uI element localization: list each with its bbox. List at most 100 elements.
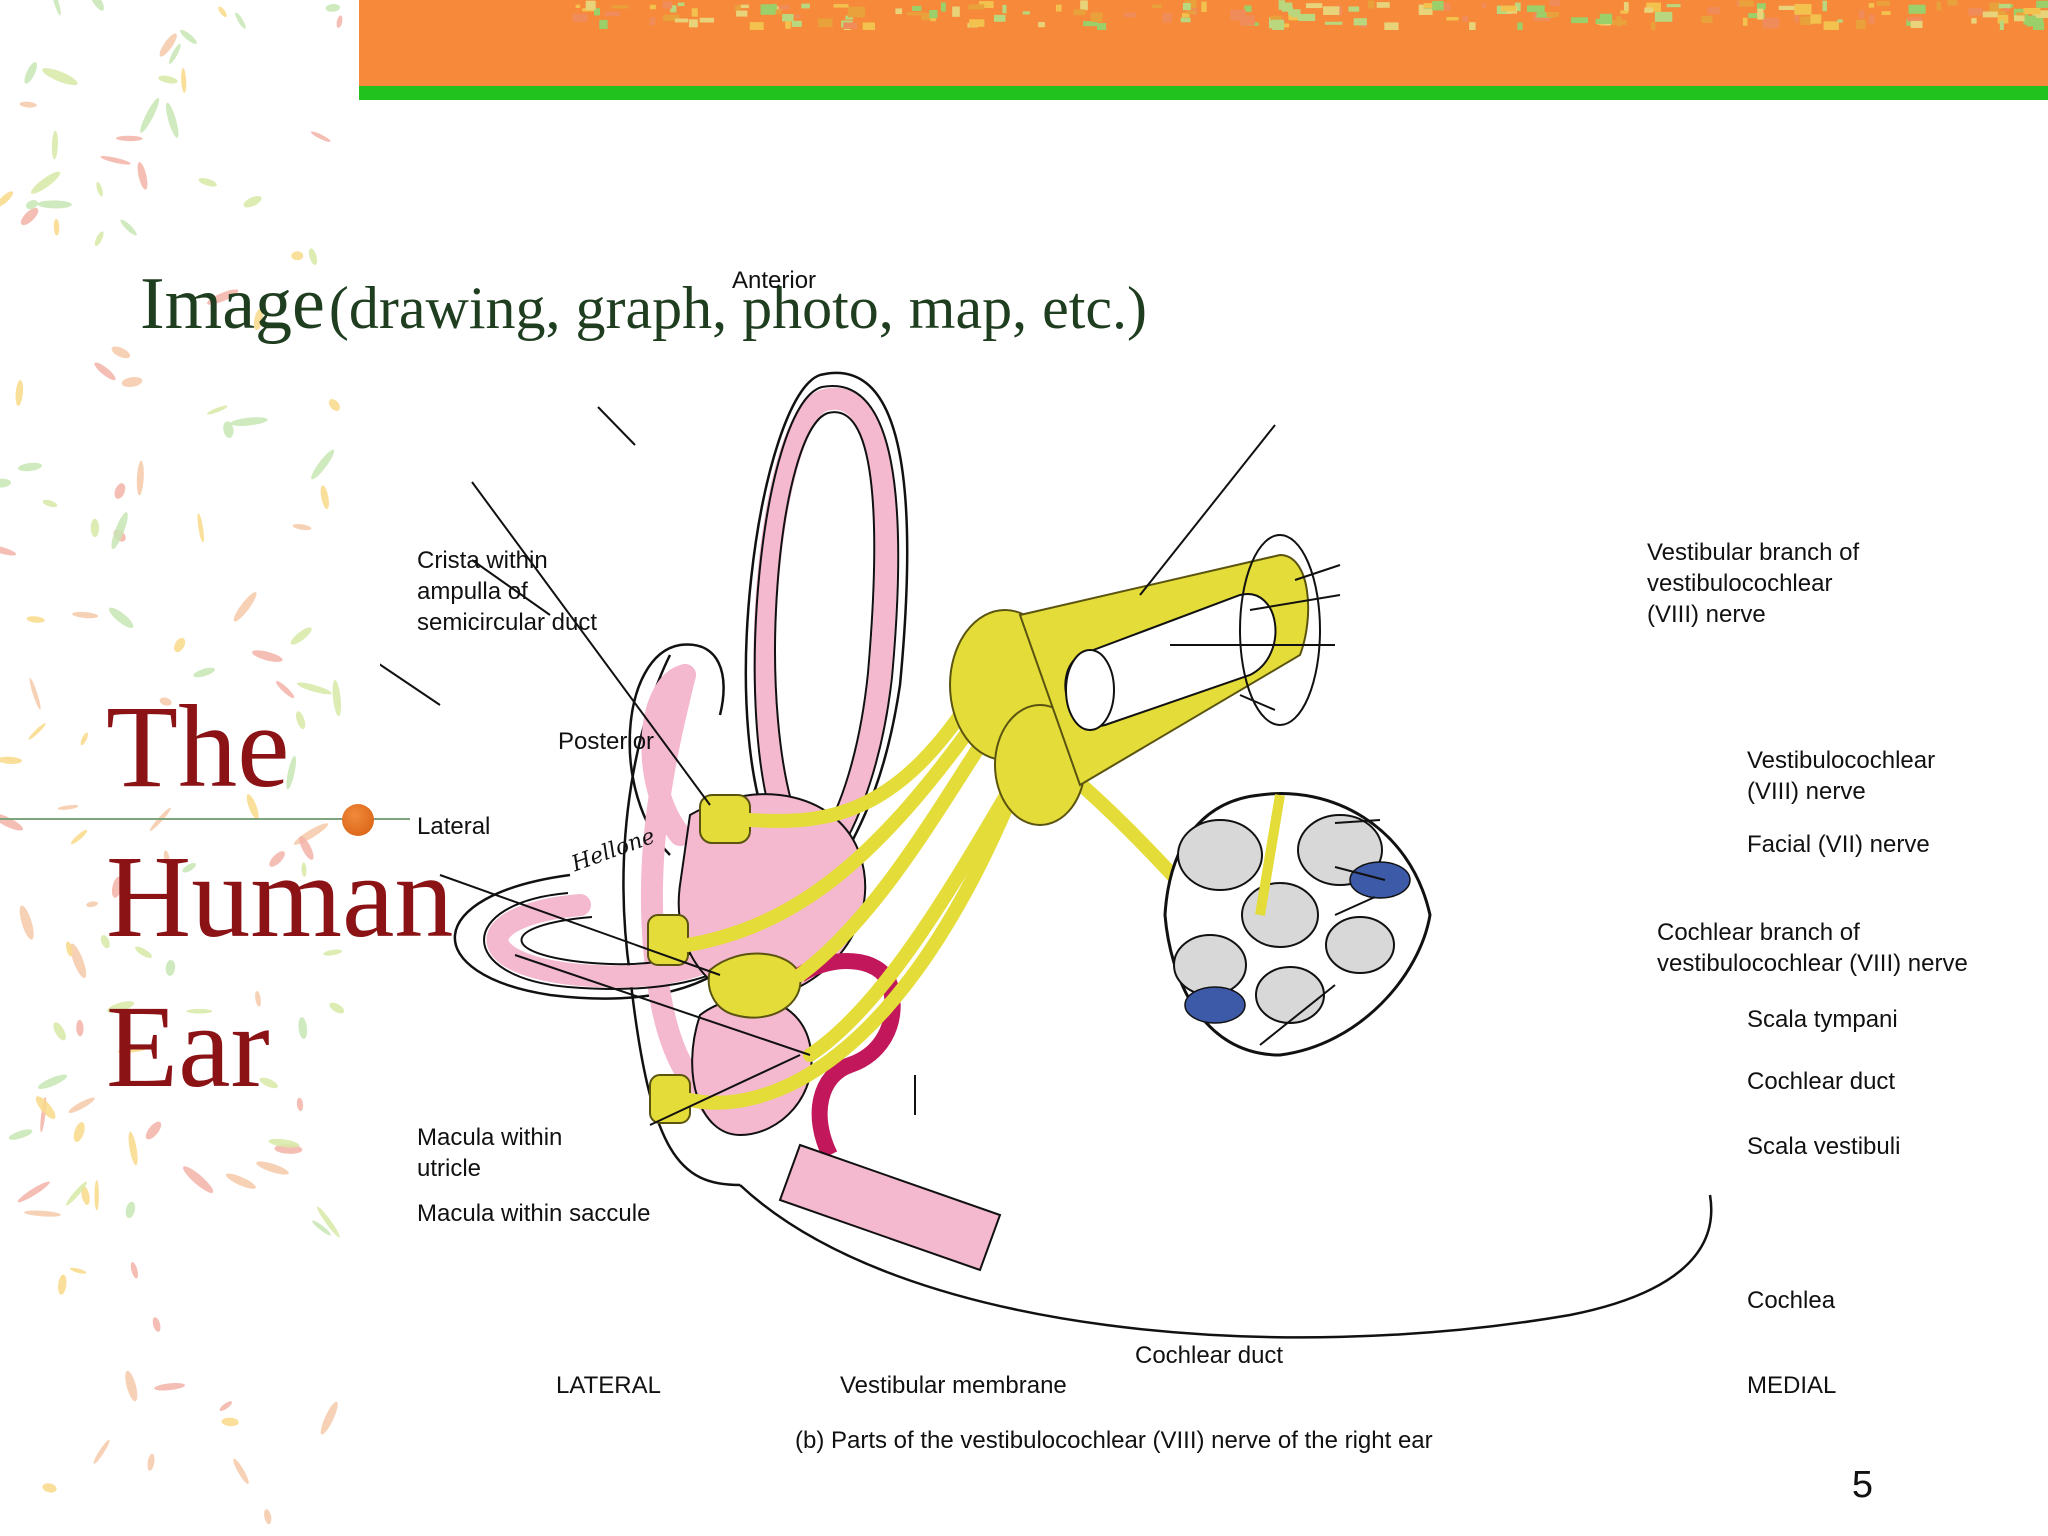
- header-pattern: [572, 0, 2048, 30]
- header-pattern-speck: [1083, 21, 1098, 27]
- decorative-leaf: [65, 941, 73, 957]
- header-pattern-speck: [2032, 10, 2048, 18]
- lateral-semicircular-duct: [486, 894, 731, 988]
- header-pattern-speck: [1038, 22, 1045, 28]
- decorative-leaf: [35, 1096, 56, 1119]
- header-pattern-speck: [941, 2, 946, 12]
- decorative-leaf: [72, 611, 99, 619]
- header-pattern-speck: [1514, 2, 1521, 12]
- header-orange-band: [359, 0, 2048, 86]
- header-pattern-speck: [1080, 0, 1088, 11]
- decorative-leaf: [111, 512, 128, 550]
- decorative-leaf: [0, 813, 24, 831]
- decorative-leaf: [198, 178, 217, 187]
- decorative-leaf: [117, 1045, 150, 1053]
- bony-posterior-canal: [628, 643, 725, 856]
- title-line-3: Ear: [106, 981, 270, 1112]
- header-pattern-speck: [1599, 13, 1613, 24]
- header-pattern-speck: [1481, 3, 1487, 9]
- decorative-leaf: [128, 1131, 138, 1166]
- decorative-leaf: [154, 1383, 186, 1391]
- decorative-leaf: [165, 102, 179, 138]
- decorative-leaf: [256, 1161, 289, 1175]
- header-pattern-speck: [1297, 13, 1316, 21]
- header-pattern-speck: [1822, 0, 1827, 12]
- header-pattern-speck: [782, 14, 794, 22]
- decorative-leaf: [243, 196, 262, 208]
- header-pattern-speck: [663, 14, 680, 21]
- decorative-leaf: [197, 513, 204, 543]
- decorative-leaf: [53, 1022, 66, 1041]
- header-pattern-speck: [1239, 15, 1255, 26]
- decorative-leaf: [24, 1210, 61, 1217]
- header-pattern-speck: [1868, 3, 1875, 8]
- scala-blue-left: [1184, 986, 1246, 1024]
- header-pattern-speck: [1469, 22, 1476, 30]
- decorative-leaf: [296, 1097, 304, 1112]
- label-cochlear-duct-bottom: Cochlear duct: [1135, 1342, 1284, 1369]
- decorative-leaf: [114, 483, 126, 499]
- header-pattern-speck: [1418, 4, 1433, 15]
- macula-utricle: [707, 952, 802, 1019]
- label-crista-1: Crista within: [417, 547, 548, 574]
- decorative-leaf: [290, 627, 312, 645]
- label-scala-vestibuli: Scala vestibuli: [1747, 1133, 1901, 1160]
- decorative-leaf: [328, 399, 340, 411]
- decorative-leaf: [251, 650, 283, 662]
- header-pattern-speck: [1910, 20, 1923, 28]
- header-pattern-speck: [1090, 12, 1103, 22]
- decorative-leaf: [25, 200, 38, 210]
- header-pattern-speck: [1623, 2, 1629, 12]
- decorative-leaf: [53, 218, 60, 236]
- label-vestibular-branch-3: (VIII) nerve: [1647, 601, 1766, 628]
- header-pattern-speck: [1876, 1, 1890, 6]
- header-pattern-speck: [1762, 17, 1780, 29]
- header-pattern-speck: [2004, 7, 2009, 12]
- header-pattern-speck: [1348, 6, 1360, 12]
- decorative-leaf: [169, 43, 181, 64]
- header-pattern-speck: [1432, 0, 1444, 11]
- decorative-leaf: [94, 362, 116, 381]
- anterior-semicircular-duct: [753, 387, 898, 856]
- heading-sub: (drawing, graph, photo, map, etc.): [328, 275, 1147, 341]
- decorative-leaf: [286, 755, 297, 790]
- decorative-leaf: [181, 68, 187, 93]
- header-pattern-speck: [611, 5, 629, 9]
- decorative-leaf: [0, 756, 22, 764]
- decorative-leaf: [94, 231, 104, 247]
- header-pattern-speck: [930, 18, 936, 22]
- header-pattern-speck: [1778, 5, 1796, 10]
- decorative-leaf: [29, 677, 41, 710]
- decorative-leaf: [111, 876, 123, 898]
- header-pattern-speck: [1281, 2, 1293, 12]
- header-pattern-speck: [1517, 22, 1523, 30]
- decorative-leaf: [221, 1417, 239, 1427]
- header-pattern-speck: [1982, 11, 1998, 18]
- header-pattern-speck: [1291, 9, 1301, 18]
- header-pattern-speck: [1757, 8, 1764, 20]
- decorative-leaf: [42, 1483, 57, 1493]
- label-crista-3: semicircular duct: [417, 609, 598, 636]
- page-number: 5: [1851, 1464, 1873, 1506]
- decorative-leaf: [20, 207, 39, 226]
- header-pattern-speck: [691, 8, 698, 17]
- header-pattern-speck: [1353, 18, 1367, 26]
- decorative-leaf: [295, 711, 306, 730]
- decorative-leaf: [93, 1439, 110, 1464]
- header-pattern-speck: [1644, 7, 1654, 13]
- decorative-leaf: [70, 829, 88, 845]
- cochlear-duct-pink: [778, 1143, 1002, 1272]
- header-pattern-speck: [2026, 17, 2044, 27]
- label-vestibular-branch-2: vestibulocochlear: [1647, 570, 1833, 597]
- label-cochlear-branch-2: vestibulocochlear (VIII) nerve: [1657, 950, 1968, 977]
- header-pattern-speck: [817, 18, 833, 28]
- decorative-leaf: [125, 1370, 138, 1402]
- header-pattern-speck: [1376, 2, 1390, 8]
- header-pattern-speck: [795, 14, 801, 18]
- decorative-leaf: [325, 3, 341, 12]
- decorative-leaf: [158, 75, 178, 84]
- header-pattern-speck: [907, 12, 925, 16]
- decorative-leaf: [159, 33, 177, 57]
- decorative-leaf: [81, 1185, 90, 1205]
- header-pattern-speck: [749, 22, 764, 30]
